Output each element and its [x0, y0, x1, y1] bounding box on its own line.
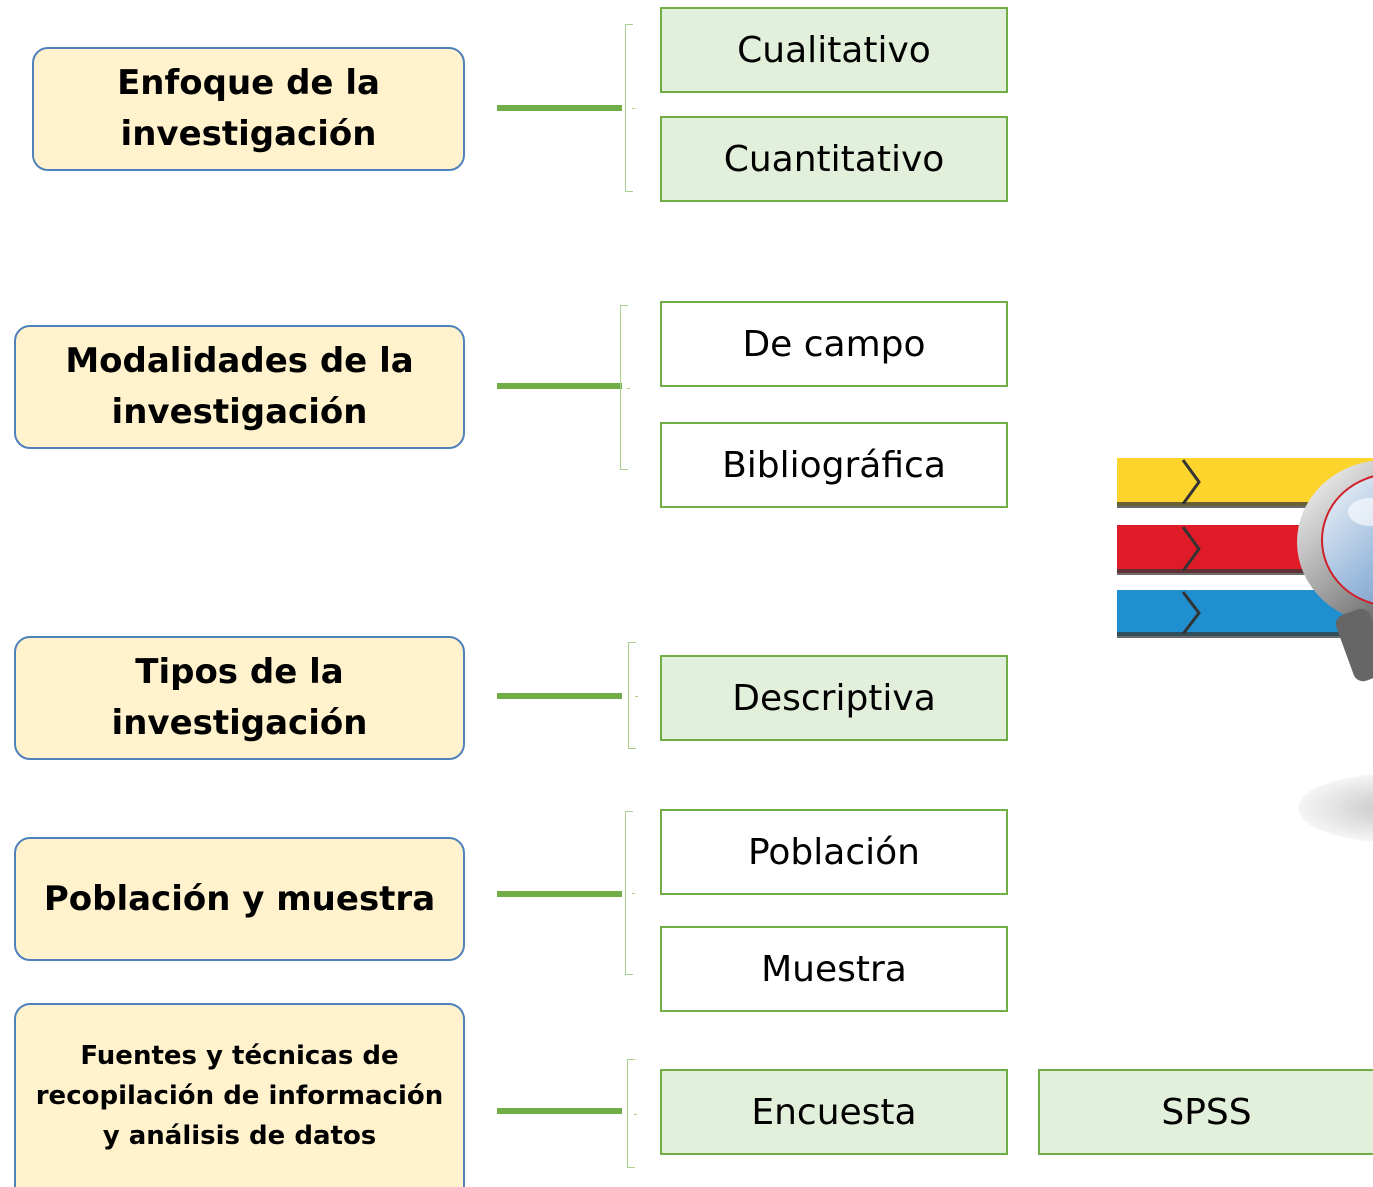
bracket-fuentes	[627, 1059, 637, 1168]
item-spss: SPSS	[1038, 1069, 1373, 1155]
item-cuantitativo-label: Cuantitativo	[723, 138, 945, 180]
item-muestra: Muestra	[660, 926, 1008, 1012]
item-poblacion: Población	[660, 809, 1008, 895]
item-de-campo-label: De campo	[742, 323, 926, 365]
category-modalidades: Modalidades de la investigación	[14, 325, 465, 449]
red-bar-chevron	[1181, 526, 1201, 572]
category-tipos-label: Tipos de la investigación	[111, 652, 368, 743]
bracket-poblacion	[625, 811, 635, 975]
item-descriptiva: Descriptiva	[660, 655, 1008, 741]
bracket-modalidades	[620, 305, 630, 470]
bracket-tipos	[628, 642, 638, 749]
item-poblacion-label: Población	[747, 831, 920, 873]
connector-enfoque	[497, 105, 622, 111]
category-poblacion-muestra: Población y muestra	[14, 837, 465, 961]
item-bibliografica: Bibliográfica	[660, 422, 1008, 508]
item-spss-label: SPSS	[1161, 1091, 1252, 1133]
category-modalidades-label: Modalidades de la investigación	[65, 341, 414, 432]
glass-shadow	[1298, 774, 1373, 842]
glass-handle	[1335, 608, 1373, 682]
item-descriptiva-label: Descriptiva	[732, 677, 936, 719]
category-fuentes-tecnicas-label: Fuentes y técnicas de recopilación de in…	[35, 1040, 444, 1152]
magnifying-glass-over-colored-bars-icon	[1117, 458, 1373, 842]
item-de-campo: De campo	[660, 301, 1008, 387]
category-fuentes-tecnicas: Fuentes y técnicas de recopilación de in…	[14, 1003, 465, 1187]
category-poblacion-muestra-label: Población y muestra	[43, 878, 436, 919]
item-bibliografica-label: Bibliográfica	[722, 444, 946, 486]
category-enfoque: Enfoque de la investigación	[32, 47, 465, 171]
connector-poblacion	[497, 891, 622, 897]
item-cuantitativo: Cuantitativo	[660, 116, 1008, 202]
connector-tipos	[497, 693, 622, 699]
item-cualitativo-label: Cualitativo	[737, 29, 931, 71]
bracket-enfoque	[625, 24, 635, 192]
yellow-bar-chevron	[1181, 459, 1201, 505]
item-muestra-label: Muestra	[761, 948, 907, 990]
item-encuesta-label: Encuesta	[751, 1091, 917, 1133]
category-enfoque-label: Enfoque de la investigación	[117, 63, 380, 154]
item-cualitativo: Cualitativo	[660, 7, 1008, 93]
connector-modalidades	[497, 383, 622, 389]
category-tipos: Tipos de la investigación	[14, 636, 465, 760]
item-encuesta: Encuesta	[660, 1069, 1008, 1155]
connector-fuentes	[497, 1108, 622, 1114]
blue-bar-chevron	[1181, 591, 1201, 635]
